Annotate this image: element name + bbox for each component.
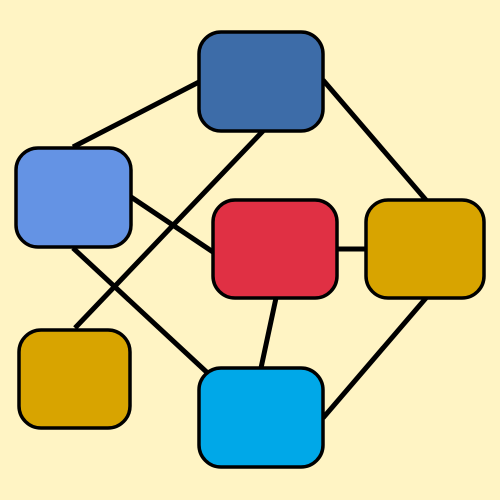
edge-dark-blue-to-gold-right [321,78,428,202]
node-red [211,198,339,300]
edge-dark-blue-to-gold-left [73,129,265,330]
edges-layer [71,78,428,420]
node-cyan [197,366,325,469]
node-gold-right [364,198,486,300]
node-light-blue [14,146,133,249]
node-gold-left [17,328,132,430]
node-dark-blue [197,30,325,133]
edge-gold-right-to-cyan [321,296,428,420]
edge-red-to-cyan [258,297,279,369]
nodes-layer [14,30,486,469]
edge-light-blue-to-cyan [71,246,215,380]
edge-light-blue-to-red [129,194,215,255]
edge-dark-blue-to-light-blue [71,79,201,150]
